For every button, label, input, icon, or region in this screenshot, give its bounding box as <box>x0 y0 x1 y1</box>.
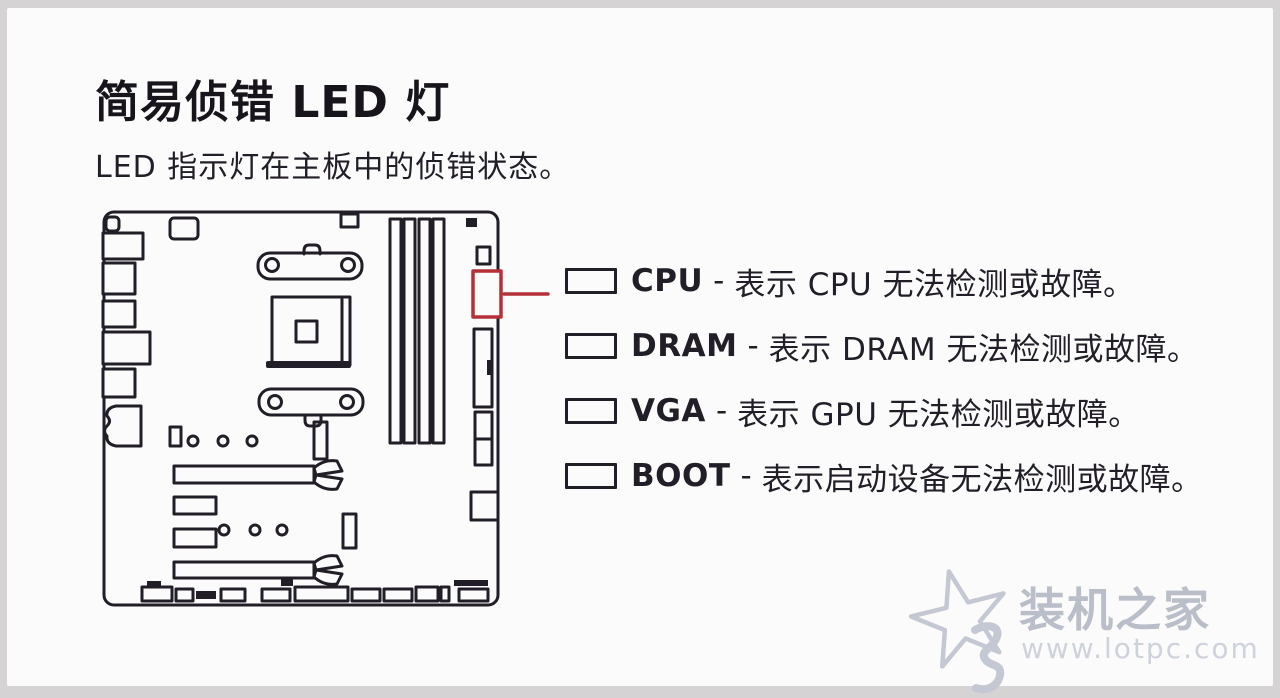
watermark-ribbon <box>971 622 1005 694</box>
led-description: 表示 GPU 无法检测或故障。 <box>737 396 1140 433</box>
led-indicator-box <box>565 463 617 489</box>
pcie-slot-1 <box>172 459 344 491</box>
front-usb-header <box>312 420 329 461</box>
led-description: 表示启动设备无法检测或故障。 <box>761 461 1203 498</box>
led-label: CPU <box>631 263 704 299</box>
page-title: 简易侦错 LED 灯 <box>95 77 451 128</box>
manual-page: 简易侦错 LED 灯 LED 指示灯在主板中的侦错状态。 <box>7 8 1273 694</box>
led-label: DRAM <box>631 328 738 364</box>
mounting-holes <box>186 434 289 537</box>
separator-dash: - <box>747 328 759 364</box>
watermark-site-url: www.lotpc.com <box>1021 632 1260 665</box>
cpu-power-connector <box>168 216 200 241</box>
top-right-header <box>466 218 477 227</box>
page-subtitle: LED 指示灯在主板中的侦错状态。 <box>95 150 571 185</box>
led-legend-row-vga: VGA - 表示 GPU 无法检测或故障。 <box>565 386 1140 436</box>
dimm-slots <box>388 217 446 445</box>
usb-header <box>469 490 500 522</box>
separator-dash: - <box>715 393 728 429</box>
rear-io-ports <box>101 231 152 448</box>
sata-ports <box>473 410 494 467</box>
cpu-bracket-bottom <box>257 387 365 428</box>
board-outline <box>102 210 500 607</box>
m2-slot <box>172 495 218 516</box>
separator-dash: - <box>713 263 725 299</box>
watermark-site-name: 装机之家 <box>1019 583 1211 637</box>
fan-header <box>339 212 360 229</box>
corner-notch <box>104 215 121 233</box>
small-header <box>475 245 492 266</box>
led-indicator-box <box>565 268 617 294</box>
motherboard-diagram <box>101 210 550 607</box>
pcie-slot-2 <box>172 554 344 586</box>
led-description: 表示 DRAM 无法检测或故障。 <box>768 331 1199 368</box>
watermark-star-icon <box>908 569 1006 694</box>
led-description: 表示 CPU 无法检测或故障。 <box>734 266 1135 303</box>
led-indicator-box <box>565 333 617 359</box>
cpu-bracket-top <box>256 243 364 281</box>
led-legend-row-dram: DRAM - 表示 DRAM 无法检测或故障。 <box>565 321 1198 371</box>
bottom-headers <box>140 580 490 603</box>
ez-debug-led-highlight <box>471 269 503 319</box>
cpu-socket <box>266 295 352 368</box>
led-label: VGA <box>631 393 706 429</box>
audio-jacks <box>103 404 143 448</box>
led-label: BOOT <box>631 458 731 494</box>
separator-dash: - <box>740 458 752 494</box>
led-indicator-box <box>565 398 617 424</box>
led-legend-row-boot: BOOT - 表示启动设备无法检测或故障。 <box>565 451 1203 501</box>
led-legend-row-cpu: CPU - 表示 CPU 无法检测或故障。 <box>565 256 1135 306</box>
